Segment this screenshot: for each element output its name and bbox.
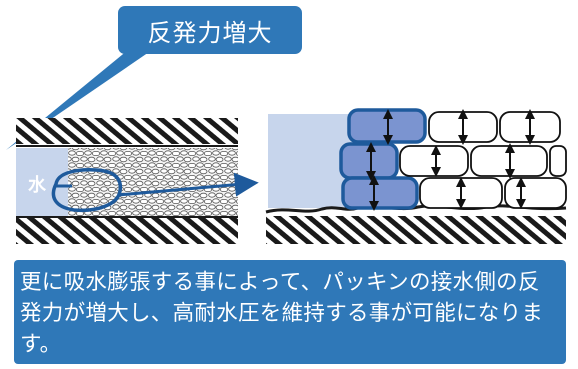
highlight-circle (51, 168, 123, 213)
joint-cross-section (16, 118, 259, 244)
water-label: 水 (28, 175, 46, 196)
lower-concrete-hatch (16, 218, 238, 244)
lower-hatch-magnified (266, 216, 566, 244)
force-arrows (366, 109, 535, 211)
upper-concrete-hatch (16, 118, 238, 144)
magnified-view (265, 108, 567, 244)
callout-label: 反発力増大 (147, 18, 273, 47)
zoom-arrow (117, 172, 259, 197)
description-text: 更に吸水膨張する事によって、パッキンの接水側の反発力が増大し、高耐水圧を維持する… (20, 270, 544, 357)
packing-material (68, 148, 238, 218)
description-box (14, 260, 566, 364)
